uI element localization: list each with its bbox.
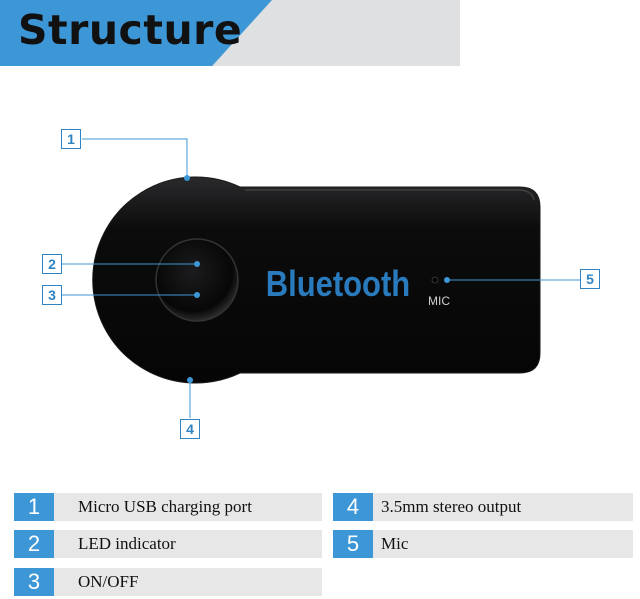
indicator-dot-3 <box>194 292 200 298</box>
legend-item-4: 4 3.5mm stereo output <box>333 493 633 521</box>
legend-item-5: 5 Mic <box>333 530 633 558</box>
legend-item-2: 2 LED indicator <box>14 530 322 558</box>
legend-item-1: 1 Micro USB charging port <box>14 493 322 521</box>
callout-2: 2 <box>42 254 62 274</box>
leader-line-1 <box>82 138 188 178</box>
legend-label: ON/OFF <box>78 572 139 591</box>
legend-number: 5 <box>333 530 373 558</box>
legend-label: LED indicator <box>78 534 176 553</box>
power-button <box>155 238 239 322</box>
legend-label: Mic <box>381 534 409 553</box>
indicator-dot-4 <box>187 377 193 383</box>
brand-logo: Bluetooth <box>266 265 410 305</box>
callout-5: 5 <box>580 269 600 289</box>
callout-4: 4 <box>180 419 200 439</box>
bluetooth-receiver-illustration: Bluetooth MIC <box>62 138 580 418</box>
mic-hole <box>431 276 439 284</box>
device-highlight <box>245 189 535 201</box>
indicator-dot-1 <box>184 175 190 181</box>
legend-label: Micro USB charging port <box>78 497 252 516</box>
legend-number: 1 <box>14 493 54 521</box>
legend-number: 4 <box>333 493 373 521</box>
indicator-dot-5 <box>444 277 450 283</box>
legend-item-3: 3 ON/OFF <box>14 568 322 596</box>
device-body <box>92 176 541 384</box>
callout-3: 3 <box>42 285 62 305</box>
legend-number: 3 <box>14 568 54 596</box>
indicator-dot-2 <box>194 261 200 267</box>
legend-number: 2 <box>14 530 54 558</box>
page-title: Structure <box>18 6 243 54</box>
header-banner: Structure <box>0 0 460 66</box>
callout-1: 1 <box>61 129 81 149</box>
legend-label: 3.5mm stereo output <box>381 497 522 516</box>
mic-label: MIC <box>428 294 450 308</box>
